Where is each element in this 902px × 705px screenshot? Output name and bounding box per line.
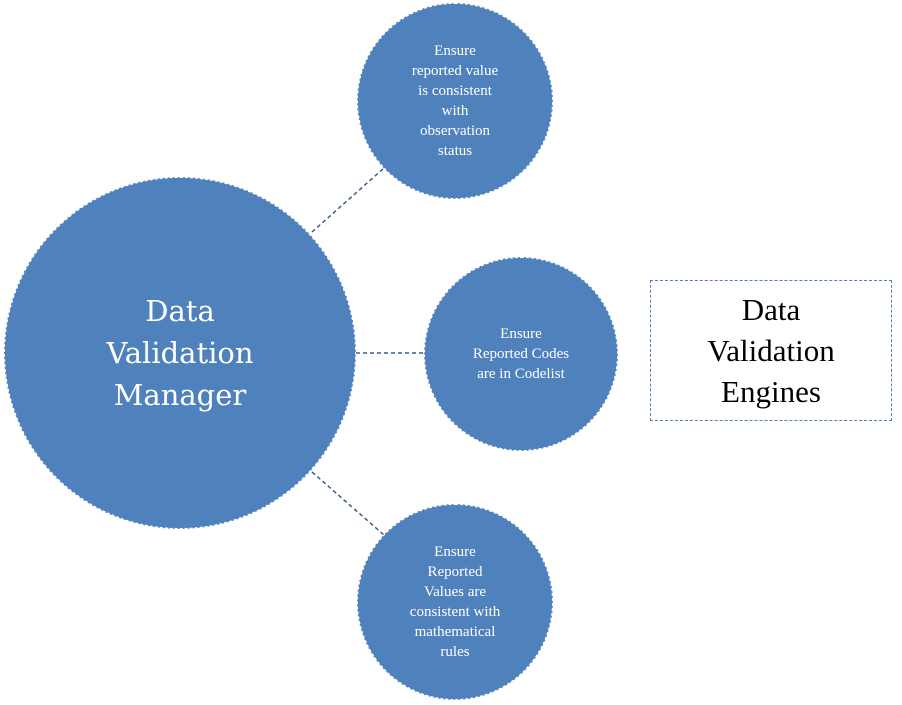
engine-node-mathematical-rules: Ensure Reported Values are consistent wi… [357,504,553,700]
connector-manager-to-engine-3 [311,471,385,536]
data-validation-manager-node: Data Validation Manager [4,177,356,529]
engine-node-observation-status: Ensure reported value is consistent with… [357,3,553,199]
connector-manager-to-engine-1 [311,167,385,233]
engines-box-label: Data Validation Engines [707,292,835,409]
manager-label: Data Validation Manager [106,294,254,412]
data-validation-engines-box: Data Validation Engines [650,280,892,421]
engine-node-codelist: Ensure Reported Codes are in Codelist [424,257,618,451]
engine-label-observation-status: Ensure reported value is consistent with… [411,43,499,159]
engine-label-mathematical-rules: Ensure Reported Values are consistent wi… [409,544,501,660]
engine-label-codelist: Ensure Reported Codes are in Codelist [472,326,570,382]
